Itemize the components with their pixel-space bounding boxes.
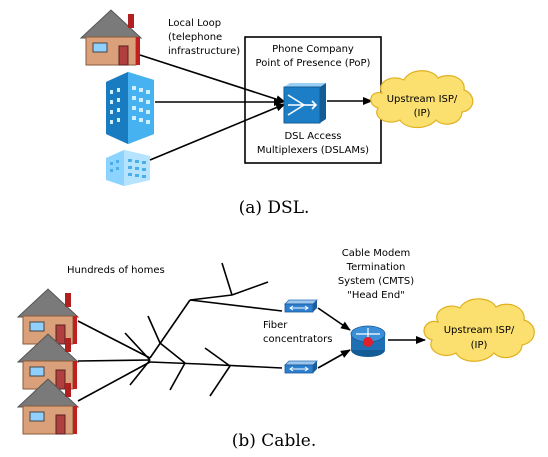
upstream-isp-label: (IP) bbox=[471, 340, 488, 351]
dslam-label: DSL Access bbox=[284, 131, 341, 142]
pop-label: Phone Company bbox=[272, 44, 354, 55]
local-loop-label: infrastructure) bbox=[168, 46, 240, 57]
dsl-caption: (a) DSL. bbox=[239, 198, 310, 218]
office-building-icon bbox=[106, 72, 154, 144]
cmts-router-icon bbox=[350, 325, 386, 357]
small-building-icon bbox=[106, 150, 150, 186]
dsl-diagram: Local Loop (telephone infrastructure) Ph… bbox=[80, 9, 474, 218]
cmts-label: Cable Modem bbox=[342, 248, 411, 259]
local-loop-label: (telephone bbox=[168, 32, 222, 43]
cable-caption: (b) Cable. bbox=[232, 431, 316, 451]
cable-tree-lines bbox=[77, 262, 283, 402]
fiber-concentrators-label: Fiber bbox=[263, 320, 288, 331]
dslam-label: Multiplexers (DSLAMs) bbox=[257, 145, 369, 156]
hundreds-of-homes-label: Hundreds of homes bbox=[67, 265, 165, 276]
local-loop-label: Local Loop bbox=[168, 18, 221, 29]
fiber-concentrator-icon bbox=[284, 299, 318, 313]
fiber-concentrators-label: concentrators bbox=[263, 334, 332, 345]
upstream-isp-cloud-icon bbox=[370, 70, 474, 129]
house-icon bbox=[80, 9, 142, 66]
dslam-icon bbox=[283, 83, 326, 124]
cmts-label: Termination bbox=[346, 262, 406, 273]
upstream-isp-cloud-icon bbox=[423, 298, 535, 362]
house-to-dslam-arrow bbox=[139, 54, 286, 104]
cmts-label: "Head End" bbox=[347, 290, 405, 301]
upstream-isp-label: Upstream ISP/ bbox=[387, 94, 458, 105]
upstream-isp-label: Upstream ISP/ bbox=[444, 325, 515, 336]
small-building-to-dslam-arrow bbox=[149, 103, 286, 161]
upstream-isp-label: (IP) bbox=[414, 108, 431, 119]
cable-diagram: Hundreds of homes bbox=[17, 248, 535, 451]
pop-label: Point of Presence (PoP) bbox=[256, 58, 371, 69]
cmts-label: System (CMTS) bbox=[338, 276, 414, 287]
fiber-concentrator-icon bbox=[284, 360, 318, 374]
concentrator-to-cmts-arrow bbox=[317, 349, 351, 369]
concentrator-to-cmts-arrow bbox=[317, 307, 351, 331]
